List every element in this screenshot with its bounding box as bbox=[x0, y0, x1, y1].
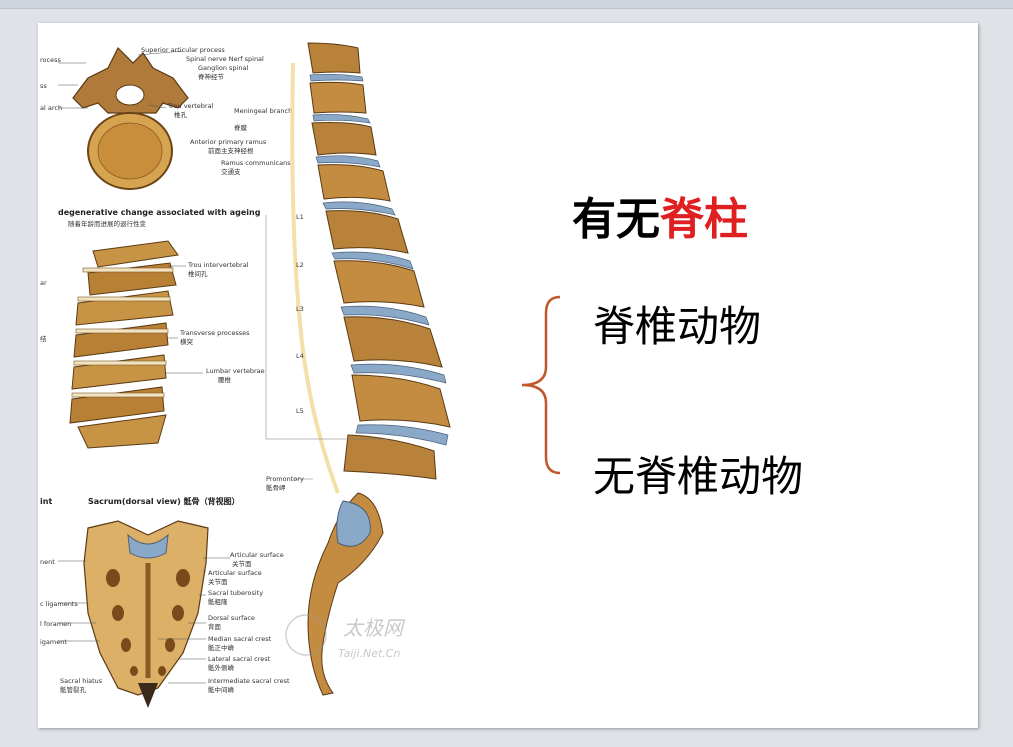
label-trou-intervertebral: Trou intervertebral bbox=[187, 261, 249, 269]
label-trou-intervertebral-cn: 椎间孔 bbox=[188, 269, 208, 278]
label-anterior-ramus: Anterior primary ramus bbox=[190, 138, 267, 146]
label-meningeal: Meningeal branch bbox=[234, 107, 292, 115]
section-3-heading: Sacrum(dorsal view) 骶骨（背视图） bbox=[88, 496, 240, 506]
side-label-9: igament bbox=[40, 638, 67, 646]
label-anterior-ramus-cn: 前面主支神经根 bbox=[208, 146, 254, 155]
label-articular-surface-2: Articular surface bbox=[208, 569, 262, 577]
label-sacral-tuberosity: Sacral tuberosity bbox=[208, 589, 263, 597]
sacrum-illustration bbox=[83, 520, 209, 708]
label-dorsal-surface: Dorsal surface bbox=[208, 614, 255, 622]
label-superior-articular: Superior articular process bbox=[141, 46, 225, 54]
side-label-6: nent bbox=[40, 558, 55, 566]
label-intermediate-sacral-crest: Intermediate sacral crest bbox=[208, 677, 290, 685]
side-label-1: rocess bbox=[40, 56, 61, 64]
classification-item-vertebrate: 脊椎动物 bbox=[593, 302, 762, 351]
label-spinal-nerve: Spinal nerve Nerf spinal bbox=[186, 55, 264, 63]
label-dorsal-surface-cn: 背面 bbox=[208, 622, 222, 631]
label-ganglion-cn: 脊神经节 bbox=[198, 72, 225, 81]
watermark-cn: 太极网 bbox=[343, 616, 406, 640]
spine-level-l4: L4 bbox=[296, 352, 304, 360]
spine-level-l2: L2 bbox=[296, 261, 304, 269]
label-articular-surface-2-cn: 关节面 bbox=[208, 577, 228, 586]
vertebra-top-view bbox=[72, 46, 189, 190]
label-transverse-processes-cn: 横突 bbox=[180, 337, 194, 346]
label-promontory-cn: 骶骨岬 bbox=[266, 483, 286, 492]
label-articular-surface-1: Articular surface bbox=[230, 551, 284, 559]
label-ramus-communicans: Ramus communicans bbox=[221, 159, 291, 167]
label-median-sacral-crest: Median sacral crest bbox=[208, 635, 272, 643]
side-label-2: ss bbox=[40, 82, 47, 90]
spine-level-l1: L1 bbox=[296, 213, 304, 221]
label-promontory: Promontory bbox=[266, 475, 304, 483]
label-intermediate-sacral-crest-cn: 骶中间嵴 bbox=[208, 685, 235, 694]
watermark-url: Taiji.Net.Cn bbox=[338, 647, 400, 660]
label-lateral-sacral-crest-cn: 骶外侧嵴 bbox=[208, 663, 235, 672]
section-2-heading: degenerative change associated with agei… bbox=[58, 208, 261, 217]
label-lateral-sacral-crest: Lateral sacral crest bbox=[208, 655, 271, 663]
label-trou-vertebral-cn: 椎孔 bbox=[174, 110, 188, 119]
title-prefix: 有无 bbox=[572, 194, 660, 245]
section-2-heading-cn: 随着年龄而进展的退行性变 bbox=[68, 219, 147, 228]
side-label-4: ar bbox=[40, 279, 47, 287]
spine-anatomy-illustration: Superior articular process Spinal nerve … bbox=[40, 42, 451, 708]
section-3-heading-left: int bbox=[40, 497, 52, 506]
curly-brace bbox=[521, 295, 561, 475]
label-articular-surface-1-cn: 关节面 bbox=[232, 559, 252, 568]
label-sacral-tuberosity-cn: 骶粗隆 bbox=[208, 597, 228, 606]
spine-level-l3: L3 bbox=[296, 305, 304, 313]
label-median-sacral-crest-cn: 骶正中嵴 bbox=[208, 643, 235, 652]
watermark: 太极网 Taiji.Net.Cn bbox=[285, 614, 406, 660]
classification-item-invertebrate: 无脊椎动物 bbox=[593, 452, 804, 501]
spine-lateral-view bbox=[290, 42, 451, 696]
label-ramus-communicans-cn: 交通支 bbox=[221, 167, 241, 176]
label-trou-vertebral: Trou vertebral bbox=[167, 102, 214, 110]
spine-level-l5: L5 bbox=[296, 407, 304, 415]
label-sacral-hiatus-cn: 骶管裂孔 bbox=[60, 685, 87, 694]
side-label-5: 结 bbox=[40, 334, 47, 343]
label-transverse-processes: Transverse processes bbox=[179, 329, 250, 337]
side-label-3: al arch bbox=[40, 104, 62, 112]
lumbar-segment-illustration bbox=[69, 240, 179, 449]
slide-title: 有无脊柱 bbox=[572, 183, 748, 247]
side-label-7: c ligaments bbox=[40, 600, 78, 608]
label-sacral-hiatus: Sacral hiatus bbox=[60, 677, 103, 685]
label-ganglion: Ganglion spinal bbox=[198, 64, 248, 72]
side-label-8: l foramen bbox=[40, 620, 71, 628]
slide: Superior articular process Spinal nerve … bbox=[38, 23, 978, 728]
label-lumbar-vertebrae: Lumbar vertebrae bbox=[206, 367, 265, 375]
label-lumbar-vertebrae-cn: 腰椎 bbox=[218, 375, 232, 384]
label-meningeal-cn: 脊膜 bbox=[234, 123, 248, 132]
window-top-strip bbox=[0, 0, 1013, 9]
title-accent: 脊柱 bbox=[660, 194, 748, 245]
